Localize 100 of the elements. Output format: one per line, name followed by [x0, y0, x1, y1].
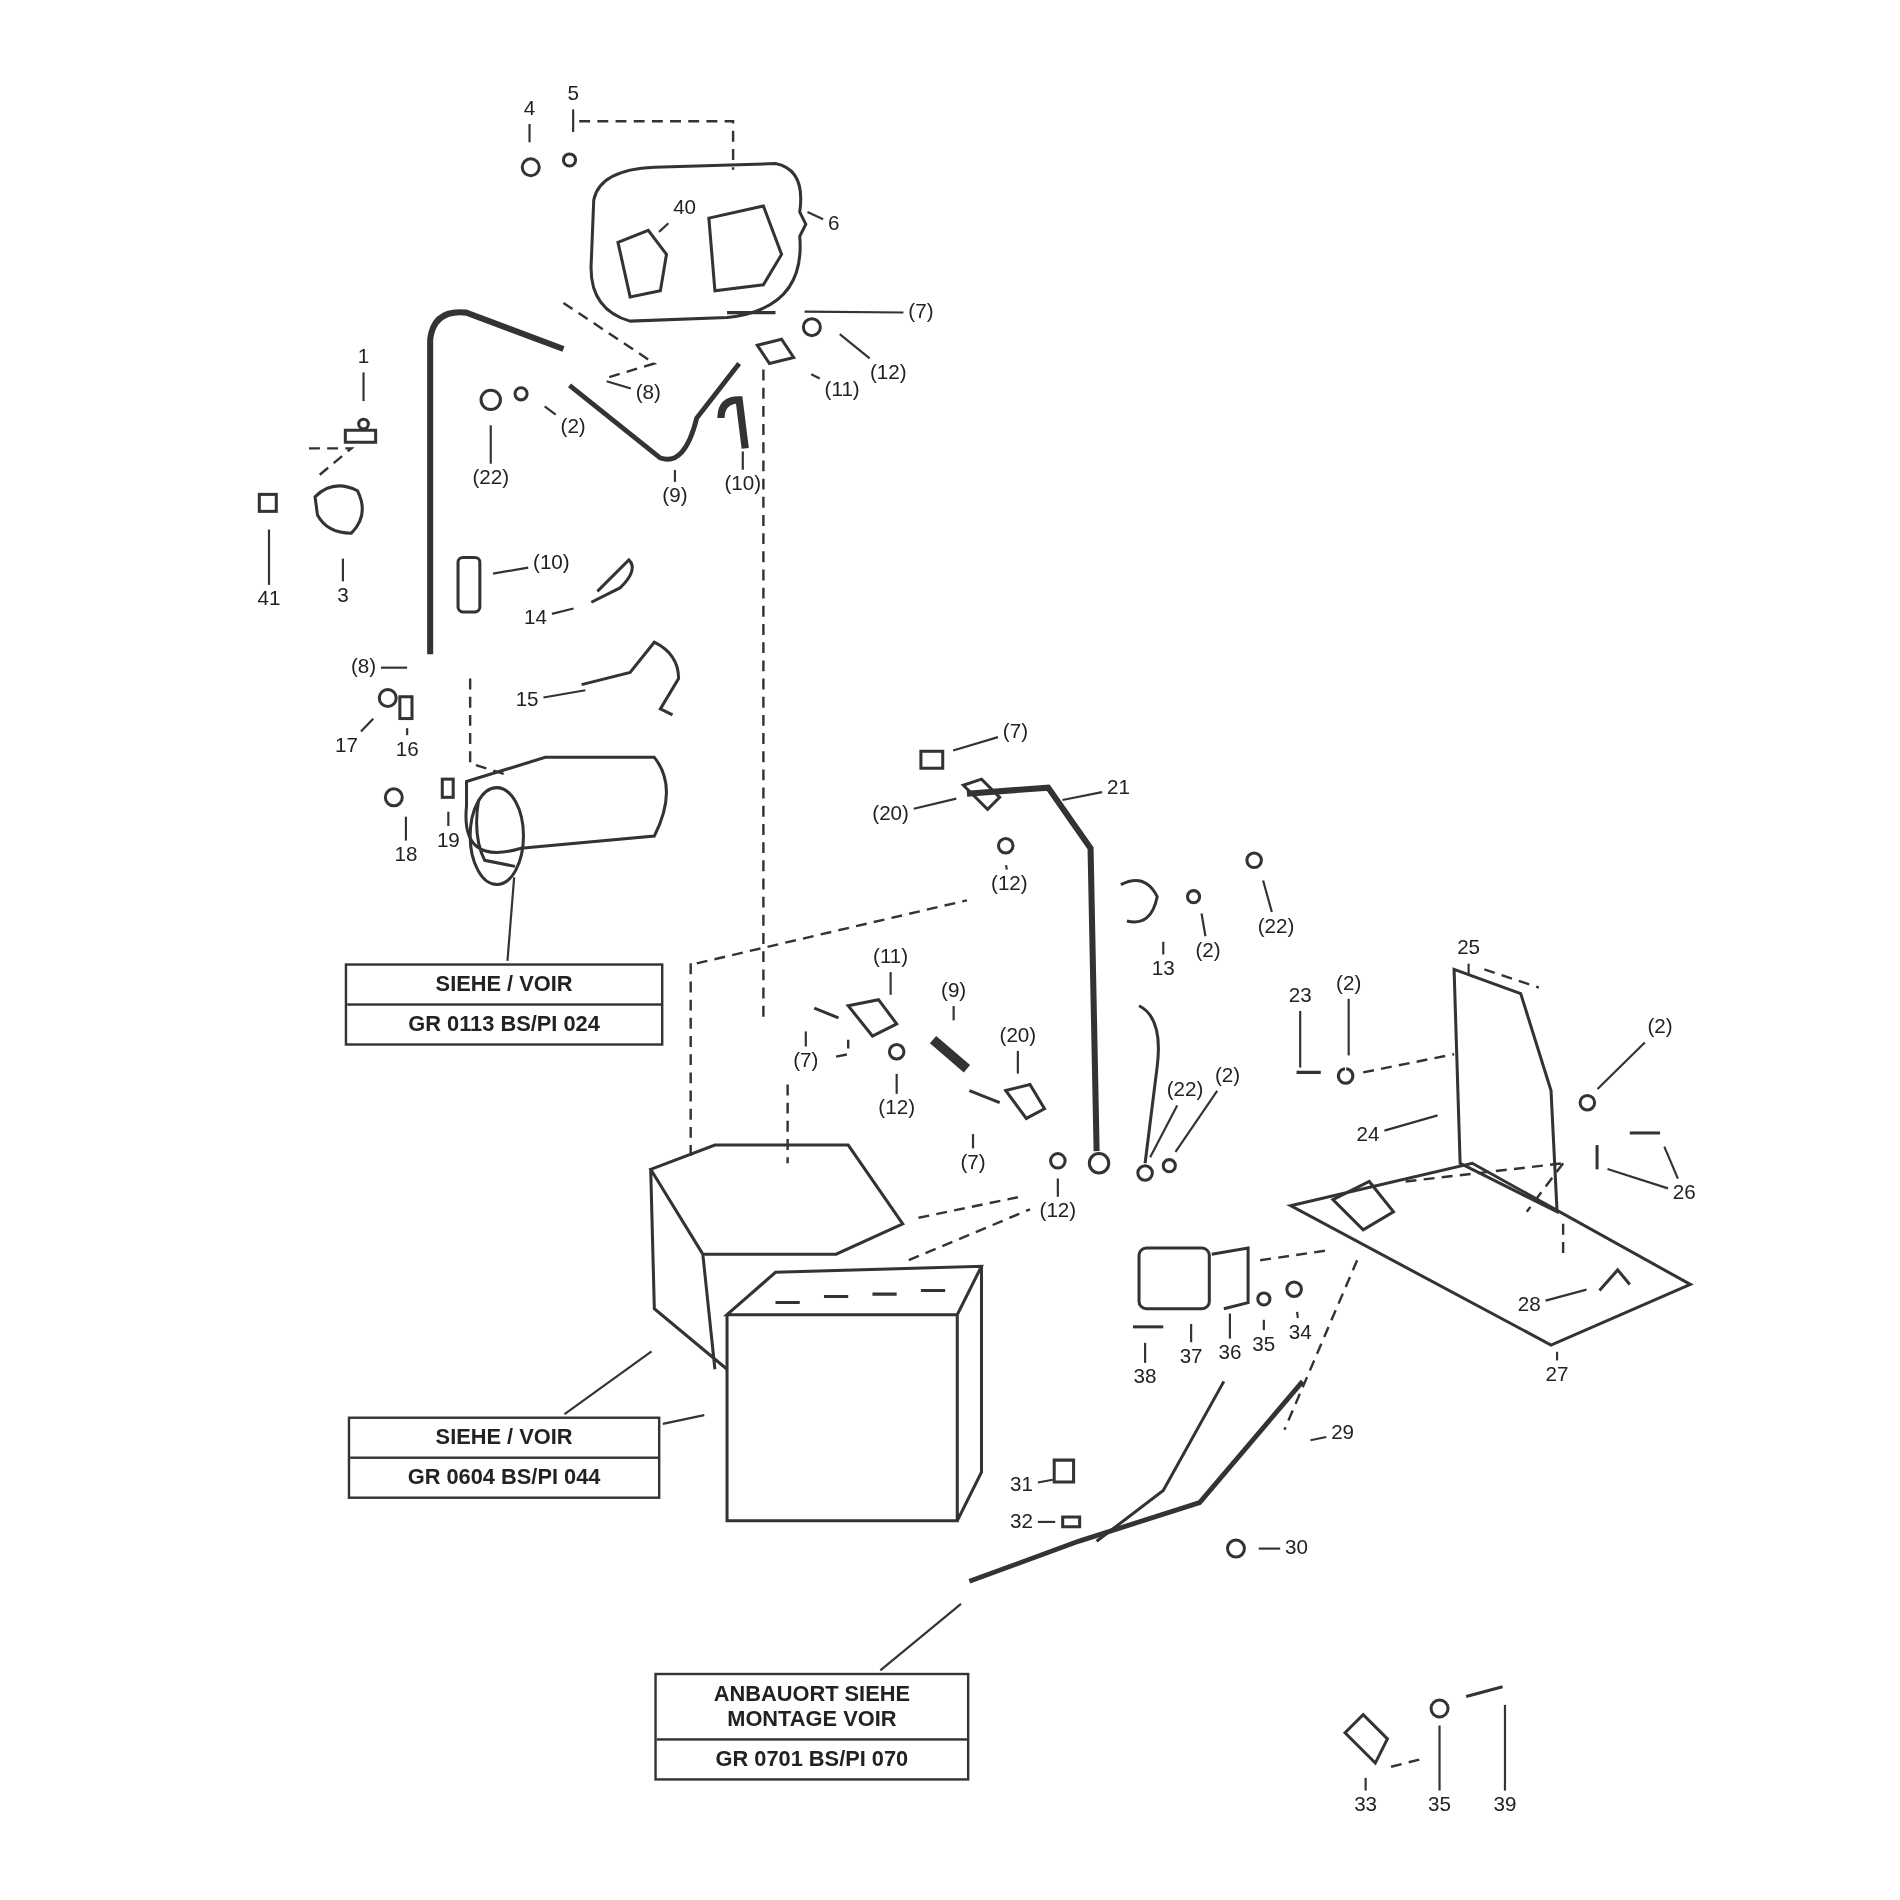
callout-number: 41 — [255, 587, 283, 613]
leader-line — [1262, 1319, 1265, 1331]
callout-number: 37 — [1177, 1344, 1205, 1370]
callout-number: 34 — [1286, 1320, 1315, 1346]
leader-line — [1596, 1041, 1646, 1090]
callout-number: (11) — [822, 377, 863, 403]
callout-number: (9) — [659, 484, 690, 510]
leader-line — [1149, 1104, 1179, 1158]
leader-line — [1162, 941, 1165, 955]
reference-box — [347, 1416, 661, 1499]
leader-line — [1262, 880, 1273, 913]
leader-line — [804, 1031, 807, 1047]
callout-number: 5 — [565, 82, 582, 108]
leader-line — [952, 1006, 955, 1021]
leader-line — [1663, 1146, 1679, 1180]
reference-text: SIEHE / VOIR — [435, 971, 573, 998]
leader-line — [543, 689, 586, 699]
reference-box — [654, 1672, 970, 1781]
callout-number: 4 — [521, 96, 538, 122]
callout-number: (7) — [958, 1150, 989, 1176]
leader-line — [1545, 1288, 1587, 1302]
callout-number: (10) — [530, 550, 573, 576]
callout-number: (7) — [905, 300, 936, 326]
leader-line — [1258, 1547, 1281, 1550]
leader-line — [952, 736, 999, 752]
callout-number: 40 — [670, 195, 699, 221]
callout-number: 35 — [1425, 1792, 1454, 1818]
leader-line — [1467, 963, 1470, 974]
leader-line — [1347, 998, 1350, 1056]
callout-number: 17 — [332, 733, 361, 759]
reference-text: SIEHE / VOIR — [435, 1425, 573, 1451]
callout-number: 3 — [334, 583, 352, 609]
callout-number: 6 — [825, 211, 842, 237]
callout-number: (8) — [348, 655, 379, 681]
leader-line — [341, 558, 344, 582]
leader-line — [1190, 1323, 1193, 1343]
callout-number: 25 — [1454, 936, 1483, 962]
leader-line — [528, 123, 531, 143]
callout-number: 32 — [1007, 1509, 1036, 1535]
leader-line — [362, 372, 365, 402]
leader-line — [662, 1414, 705, 1425]
leader-line — [1228, 1313, 1231, 1339]
leader-line — [563, 1350, 653, 1415]
leader-line — [267, 529, 271, 585]
leader-line — [1005, 864, 1008, 870]
leader-line — [673, 470, 676, 482]
reference-text: GR 0113 BS/PI 024 — [408, 1011, 600, 1038]
callout-number: 38 — [1131, 1365, 1159, 1391]
callout-number: 16 — [393, 737, 422, 763]
callout-number: 26 — [1670, 1181, 1699, 1207]
leader-line — [489, 425, 492, 464]
callout-number: (20) — [997, 1023, 1039, 1049]
callout-number: 19 — [434, 828, 463, 854]
callout-number: (20) — [869, 801, 912, 827]
leader-line — [1364, 1777, 1367, 1791]
callout-number: 1 — [355, 344, 372, 370]
callout-number: (8) — [633, 381, 664, 407]
leader-line — [380, 666, 408, 669]
callout-number: 31 — [1007, 1473, 1036, 1499]
callout-number: 33 — [1351, 1792, 1380, 1818]
leader-line — [447, 811, 450, 827]
callout-number: 15 — [513, 687, 541, 713]
leader-line — [606, 380, 632, 390]
leader-line — [1299, 1010, 1302, 1068]
leader-line — [1016, 1050, 1019, 1074]
reference-box — [344, 963, 664, 1046]
callout-number: (2) — [558, 415, 589, 441]
callout-number: 39 — [1491, 1792, 1519, 1818]
reference-text: GR 0701 BS/PI 070 — [715, 1746, 909, 1773]
leader-line — [1438, 1725, 1441, 1791]
callout-number: (2) — [1645, 1015, 1676, 1041]
leader-line — [1607, 1167, 1669, 1190]
leader-line — [895, 1073, 898, 1094]
leader-line — [889, 972, 892, 995]
callout-number: (7) — [1000, 719, 1031, 745]
leader-line — [1503, 1704, 1507, 1791]
leader-line — [1037, 1520, 1056, 1523]
leader-line — [741, 451, 744, 470]
leader-line — [572, 109, 575, 133]
callout-number: (12) — [988, 872, 1031, 898]
callout-number: 27 — [1543, 1362, 1571, 1388]
leader-line — [1062, 791, 1103, 802]
leader-line — [1200, 913, 1207, 937]
callout-number: (12) — [867, 360, 909, 386]
leader-line — [551, 607, 574, 615]
leader-line — [404, 816, 407, 841]
leader-line — [879, 1603, 962, 1672]
leader-line — [658, 222, 670, 233]
callout-number: 14 — [521, 605, 550, 631]
leader-line — [839, 333, 871, 360]
leader-line — [1384, 1114, 1438, 1132]
leader-line — [1174, 1090, 1219, 1153]
leader-line — [1056, 1178, 1059, 1197]
reference-text: GR 0604 BS/PI 044 — [407, 1465, 601, 1491]
callout-number: (22) — [470, 466, 512, 492]
leader-line — [1144, 1342, 1147, 1363]
callout-number: (22) — [1164, 1078, 1206, 1104]
leader-line — [810, 373, 821, 380]
callout-number: 21 — [1104, 776, 1133, 802]
leader-line — [804, 310, 904, 314]
